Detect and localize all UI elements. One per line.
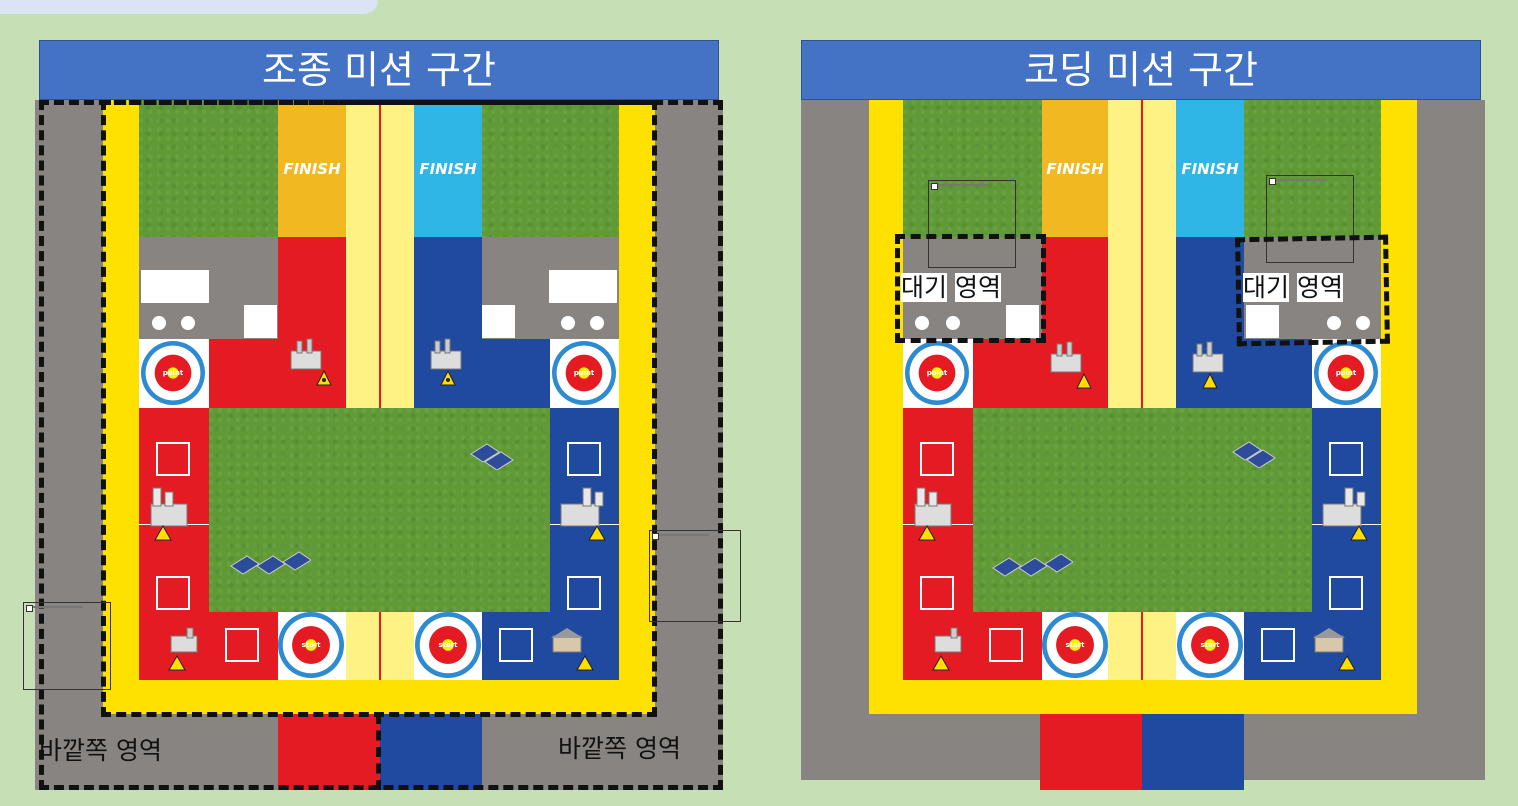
start-divider <box>376 714 381 790</box>
waiting-area-label-right: 대기 영역 <box>1243 273 1343 303</box>
outline-square <box>989 628 1023 662</box>
coding-mission-title: 코딩 미션 구간 <box>801 40 1481 100</box>
start-strip-red <box>1040 714 1142 790</box>
finish-label-left: FINISH <box>1042 160 1108 178</box>
factory-toxic-icon <box>1311 626 1361 672</box>
factory-radiation-icon <box>1045 340 1095 390</box>
field-area-outline <box>101 100 657 717</box>
finish-zone-cyan: FINISH <box>1176 100 1244 237</box>
solar-panel-icon <box>1229 438 1279 468</box>
outline-square <box>1329 442 1363 476</box>
center-line <box>1141 100 1143 408</box>
slide-corner-tab <box>0 0 378 14</box>
finish-label-right: FINISH <box>1176 160 1244 178</box>
start-target-right: start <box>1177 612 1243 678</box>
outside-area-label-left: 바깥쪽 영역 <box>39 736 162 766</box>
outside-area-label-right: 바깥쪽 영역 <box>558 734 681 764</box>
outline-square <box>1329 576 1363 610</box>
finish-zone-orange: FINISH <box>1042 100 1108 237</box>
factory-fire-icon <box>1317 484 1375 542</box>
outline-square <box>920 576 954 610</box>
outline-square <box>920 442 954 476</box>
waiting-area-label-left: 대기 영역 <box>901 273 1001 303</box>
center-line <box>1141 612 1143 680</box>
start-strip-blue <box>1142 714 1244 790</box>
control-mission-map: 조종 미션 구간 FINISH FINISH <box>35 40 723 790</box>
control-mission-title: 조종 미션 구간 <box>39 40 719 100</box>
board: FINISH FINISH point point <box>35 100 723 790</box>
placeholder-frame <box>649 530 741 622</box>
factory-fire-icon <box>909 484 967 542</box>
point-target-right: point <box>1314 341 1378 405</box>
board: FINISH FINISH point point <box>797 100 1485 790</box>
coding-mission-map: 코딩 미션 구간 FINISH FINISH point point <box>797 40 1485 790</box>
solar-panel-icon <box>989 550 1073 584</box>
blue-zone-upper-right <box>1244 339 1312 408</box>
point-target-left: point <box>905 341 969 405</box>
factory-radiation-icon <box>1185 340 1235 390</box>
outline-square <box>1261 628 1295 662</box>
placeholder-frame <box>23 602 111 690</box>
red-zone-upper-left <box>973 339 1042 408</box>
start-target-left: start <box>1042 612 1108 678</box>
factory-toxic-icon <box>929 626 975 672</box>
